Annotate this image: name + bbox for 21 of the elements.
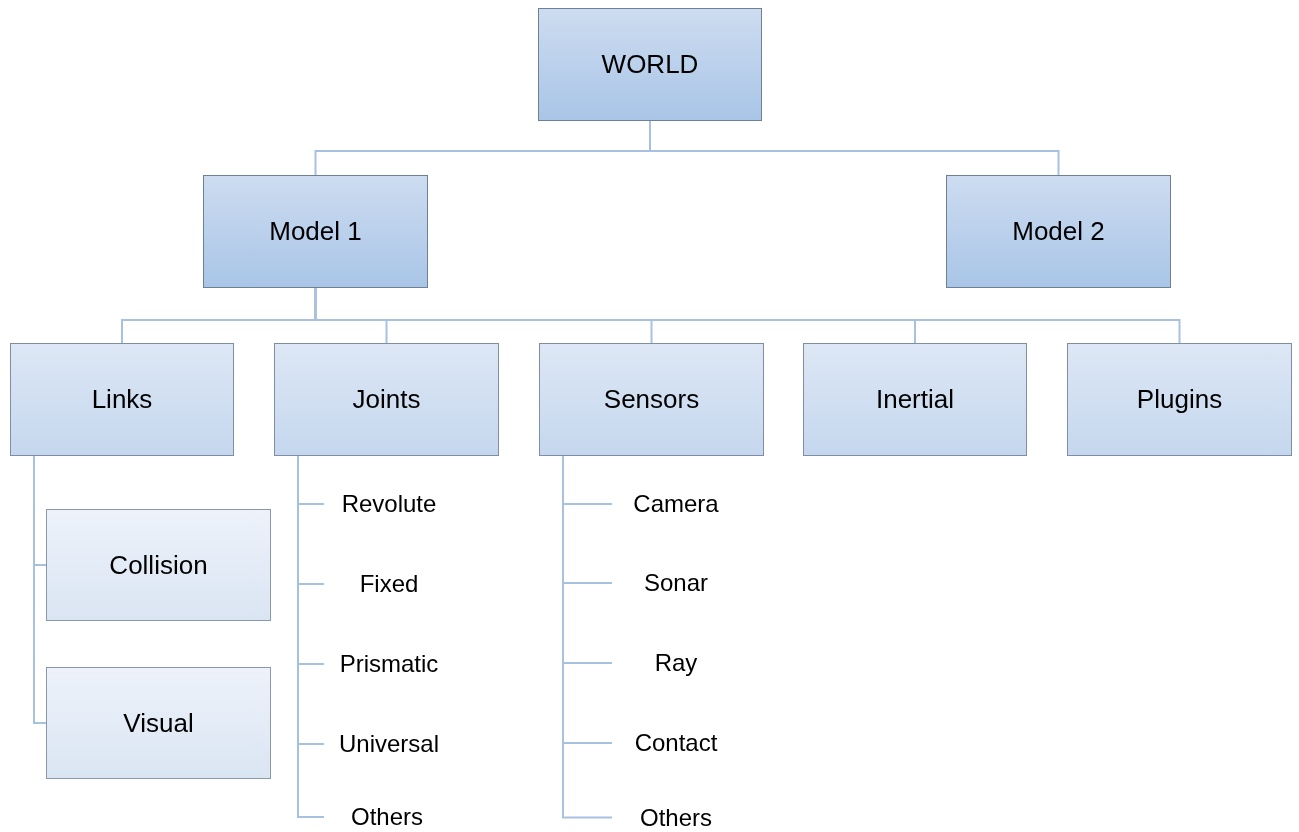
node-box: WORLD <box>538 8 762 121</box>
node-box: Plugins <box>1067 343 1292 456</box>
node-label: Others <box>612 803 740 832</box>
node-box: Sensors <box>539 343 764 456</box>
node-label: Universal <box>324 728 454 760</box>
node-box: Links <box>10 343 234 456</box>
connector-line <box>33 455 47 724</box>
node-label: Prismatic <box>324 648 454 680</box>
node-box: Joints <box>274 343 499 456</box>
node-label: Ray <box>612 647 740 679</box>
node-label: Camera <box>612 488 740 520</box>
node-label: Sonar <box>612 567 740 599</box>
node-label: Contact <box>612 727 740 759</box>
node-label: Fixed <box>324 568 454 600</box>
node-box: Collision <box>46 509 271 621</box>
node-box: Model 2 <box>946 175 1171 288</box>
node-box: Model 1 <box>203 175 428 288</box>
node-box: Inertial <box>803 343 1027 456</box>
node-label: Revolute <box>324 488 454 520</box>
node-label: Others <box>324 802 450 832</box>
node-box: Visual <box>46 667 271 779</box>
